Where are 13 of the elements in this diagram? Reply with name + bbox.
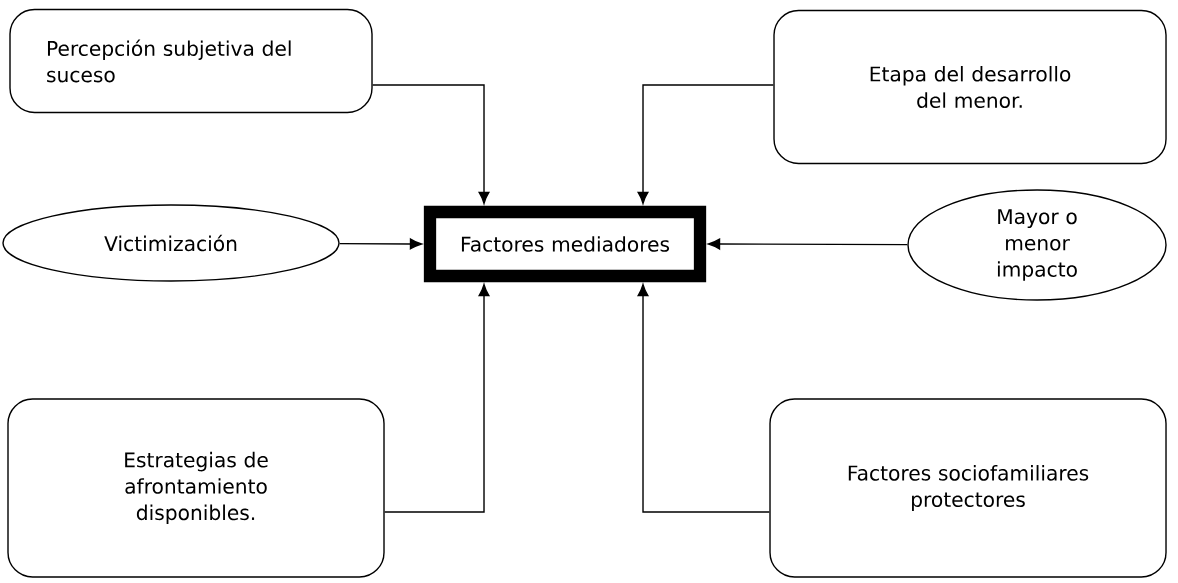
ellipse-node: Mayor o menor impacto xyxy=(907,189,1167,301)
arrow xyxy=(372,84,490,205)
arrow xyxy=(384,283,490,513)
rounded-box: Percepción subjetiva del suceso xyxy=(9,8,373,114)
rounded-box: Estrategias de afrontamiento disponibles. xyxy=(7,398,385,578)
arrow xyxy=(637,283,770,513)
arrow xyxy=(338,238,423,250)
arrow xyxy=(707,238,909,250)
rounded-box: Etapa del desarrollo del menor. xyxy=(773,9,1167,165)
thick-bordered-box: Factores mediadores xyxy=(423,205,707,283)
ellipse-node: Victimización xyxy=(2,204,340,282)
arrow xyxy=(637,84,774,205)
rounded-box: Factores sociofamiliares protectores xyxy=(769,398,1167,578)
